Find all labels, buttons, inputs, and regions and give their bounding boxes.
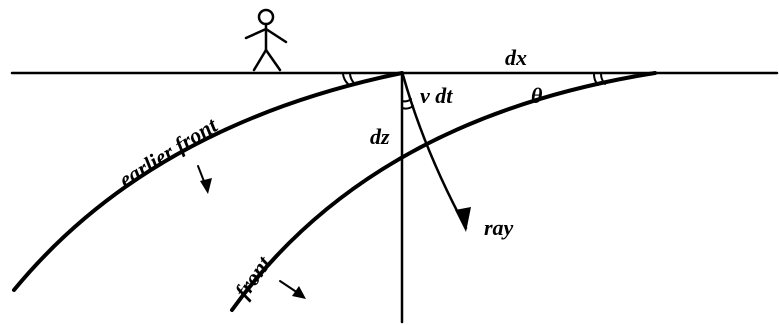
v-dt-label: v dt [420,83,453,108]
angle-arc-left [342,73,355,85]
earlier-front-direction-arrow [197,165,212,194]
angle-arc-right [593,73,606,86]
dz-label: dz [370,124,390,149]
ray-label: ray [484,215,514,240]
observer-stick-figure-icon [244,8,288,72]
earlier-front-curve [12,71,404,292]
front-direction-arrow [279,280,306,299]
angle-arc-vertical [401,98,414,110]
front-label: front [230,251,277,303]
ray-arrowhead [455,207,471,232]
front-curve [230,71,657,312]
dx-label: dx [505,45,527,70]
theta-label: θ [531,83,543,108]
